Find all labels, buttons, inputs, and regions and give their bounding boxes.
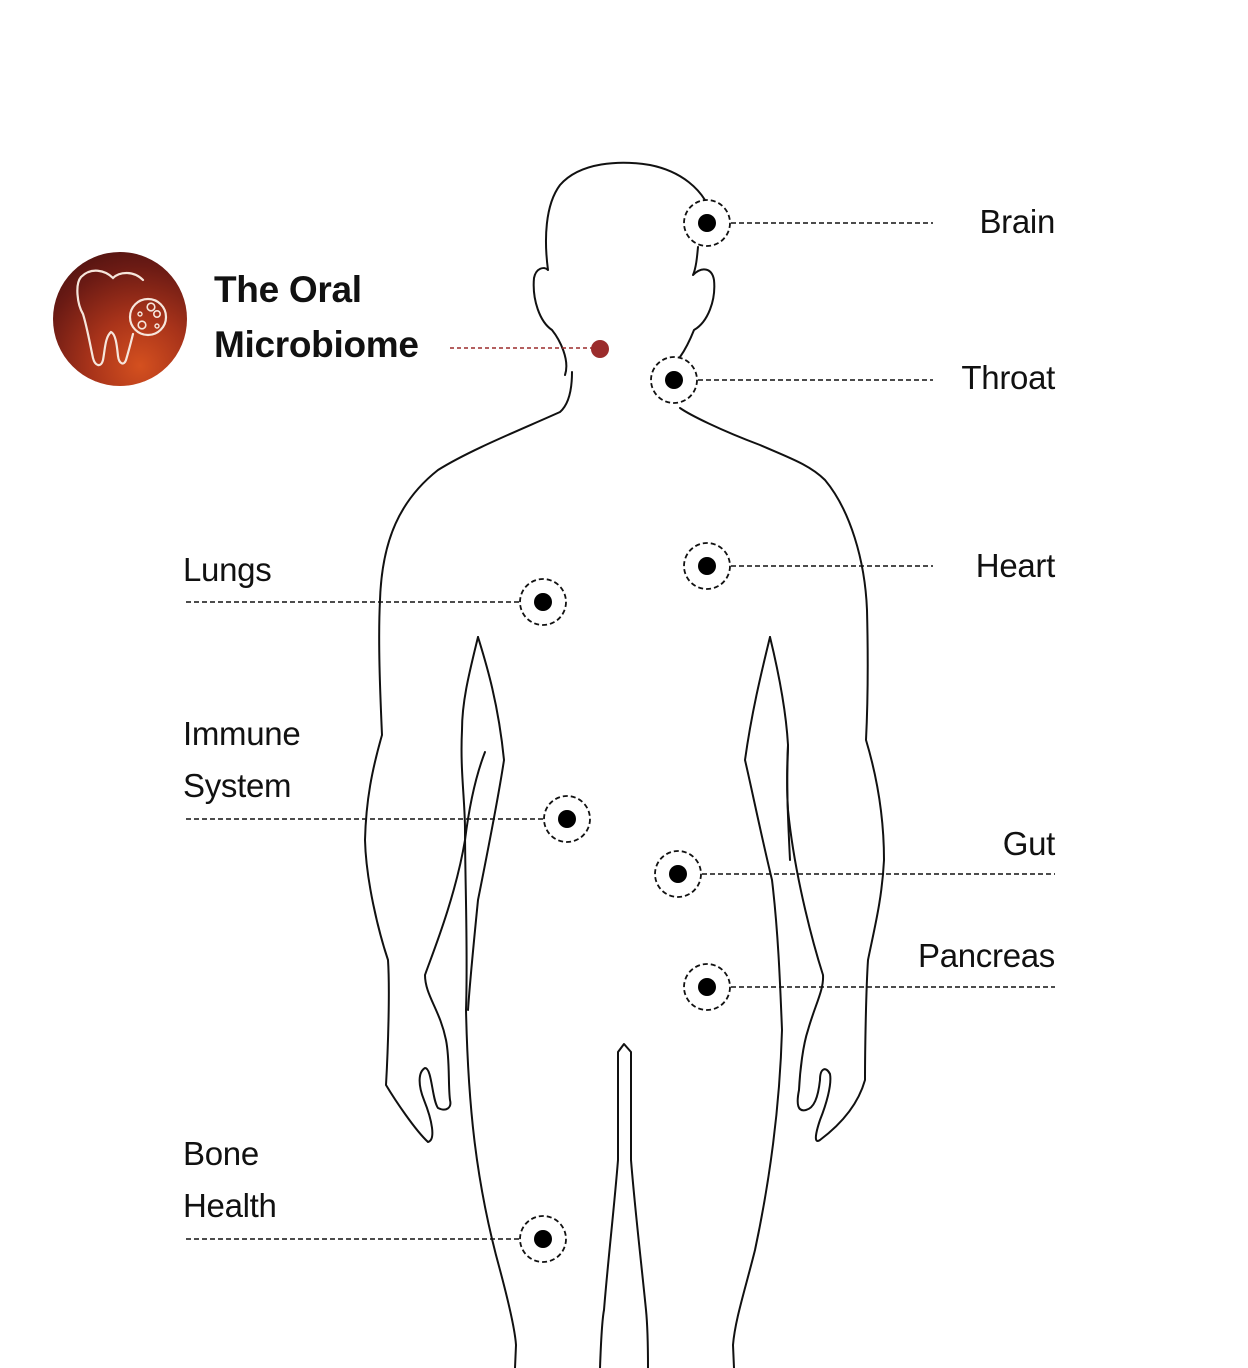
label-line: Bone bbox=[183, 1135, 259, 1172]
label-throat: Throat bbox=[961, 352, 1055, 404]
label-pancreas: Pancreas bbox=[918, 930, 1055, 982]
label-gut: Gut bbox=[1002, 818, 1056, 870]
body-outline bbox=[364, 161, 885, 1368]
marker-dot-icon bbox=[698, 557, 716, 575]
label-line: Heart bbox=[975, 547, 1056, 584]
marker-gut[interactable] bbox=[654, 850, 1055, 898]
marker-dot-icon bbox=[558, 810, 576, 828]
page-title: The Oral Microbiome bbox=[214, 262, 419, 372]
title-line-1: The Oral bbox=[214, 269, 362, 310]
marker-layer bbox=[183, 199, 1055, 1263]
marker-immune[interactable] bbox=[183, 795, 591, 843]
label-line: Pancreas bbox=[917, 937, 1055, 974]
marker-brain[interactable] bbox=[683, 199, 933, 247]
marker-dot-icon bbox=[669, 865, 687, 883]
label-line: Brain bbox=[979, 203, 1055, 240]
label-line: System bbox=[183, 767, 292, 804]
marker-dot-icon bbox=[698, 214, 716, 232]
label-line: Immune bbox=[183, 715, 301, 752]
marker-pancreas[interactable] bbox=[683, 963, 1055, 1011]
marker-lungs[interactable] bbox=[183, 578, 567, 626]
oral-marker-dot bbox=[591, 340, 609, 358]
marker-dot-icon bbox=[534, 1230, 552, 1248]
label-line: Throat bbox=[961, 359, 1055, 396]
title-line-2: Microbiome bbox=[214, 324, 419, 365]
label-line: Gut bbox=[1002, 825, 1056, 862]
marker-heart[interactable] bbox=[683, 542, 933, 590]
tooth-bacteria-icon bbox=[76, 269, 168, 367]
label-line: Lungs bbox=[183, 551, 272, 588]
label-line: Health bbox=[183, 1187, 277, 1224]
marker-bone[interactable] bbox=[183, 1215, 567, 1263]
label-lungs: Lungs bbox=[183, 544, 272, 596]
label-heart: Heart bbox=[975, 540, 1056, 592]
oral-microbiome-badge bbox=[53, 252, 187, 386]
marker-throat[interactable] bbox=[650, 356, 933, 404]
label-brain: Brain bbox=[979, 196, 1055, 248]
oral-microbiome-connector bbox=[450, 340, 609, 358]
marker-dot-icon bbox=[665, 371, 683, 389]
marker-dot-icon bbox=[534, 593, 552, 611]
marker-dot-icon bbox=[698, 978, 716, 996]
